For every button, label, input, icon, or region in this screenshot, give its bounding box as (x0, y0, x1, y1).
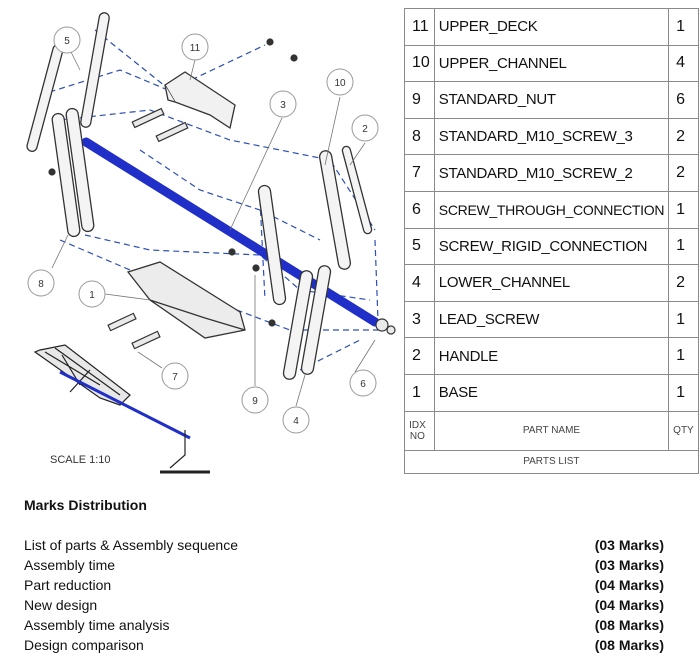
part-idx: 2 (404, 337, 435, 375)
marks-label: Assembly time (24, 557, 116, 573)
header-idx-line1: IDX (409, 419, 426, 431)
part-qty: 1 (668, 227, 699, 266)
marks-value: (03 Marks) (594, 557, 664, 573)
marks-distribution: Marks Distribution List of parts & Assem… (24, 497, 664, 655)
callout-4: 4 (293, 416, 299, 427)
marks-title: Marks Distribution (24, 497, 147, 513)
marks-value: (03 Marks) (594, 537, 664, 553)
part-qty: 1 (668, 8, 699, 46)
assembled-view (33, 344, 210, 474)
scale-label: SCALE 1:10 (50, 454, 111, 466)
marks-value: (08 Marks) (594, 637, 664, 653)
part-name: BASE (433, 373, 670, 412)
part-name: STANDARD_M10_SCREW_3 (433, 117, 670, 156)
part-idx: 8 (404, 117, 435, 156)
table-caption-row: PARTS LIST (404, 449, 699, 474)
part-qty: 6 (668, 81, 699, 119)
callout-10: 10 (334, 78, 346, 89)
part-qty: 1 (668, 300, 699, 339)
marks-row: Assembly time (03 Marks) (24, 555, 664, 575)
part-qty: 4 (668, 44, 699, 83)
parts-list-caption: PARTS LIST (404, 449, 699, 474)
channel-links (26, 12, 373, 380)
header-idx-line2: NO (409, 430, 425, 442)
part-idx: 1 (404, 373, 435, 412)
callout-9: 9 (252, 396, 258, 407)
callout-11: 11 (190, 43, 201, 54)
base-part (126, 261, 246, 339)
part-qty: 1 (668, 373, 699, 412)
marks-row: New design (04 Marks) (24, 595, 664, 615)
part-name: SCREW_RIGID_CONNECTION (433, 227, 670, 266)
marks-row: List of parts & Assembly sequence (03 Mar… (24, 535, 664, 555)
part-idx: 11 (404, 8, 435, 46)
part-name: UPPER_CHANNEL (433, 44, 670, 83)
part-name: SCREW_THROUGH_CONNECTION (433, 190, 670, 229)
callout-3: 3 (280, 100, 286, 111)
marks-row: Design comparison (08 Marks) (24, 635, 664, 655)
exploded-assembly-drawing: 5 11 10 3 2 8 1 7 9 6 4 (26, 12, 396, 474)
header-qty: QTY (668, 410, 699, 451)
callout-5: 5 (64, 36, 70, 47)
marks-value: (04 Marks) (594, 577, 664, 593)
callout-2: 2 (362, 124, 368, 135)
part-name: UPPER_DECK (433, 8, 670, 46)
part-qty: 2 (668, 264, 699, 302)
screws-and-nuts (48, 38, 396, 350)
callout-1: 1 (89, 290, 95, 301)
part-name: LEAD_SCREW (433, 300, 670, 339)
callout-6: 6 (360, 379, 366, 390)
callout-bubbles (27, 26, 379, 434)
part-idx: 10 (404, 44, 435, 83)
part-idx: 3 (404, 300, 435, 339)
part-idx: 4 (404, 264, 435, 302)
callout-7: 7 (172, 372, 178, 383)
part-qty: 2 (668, 117, 699, 156)
part-idx: 6 (404, 190, 435, 229)
upper-deck-part (164, 71, 236, 130)
callout-8: 8 (38, 279, 44, 290)
marks-row: Part reduction (04 Marks) (24, 575, 664, 595)
marks-value: (08 Marks) (594, 617, 664, 633)
marks-label: Design comparison (24, 637, 144, 653)
part-name: STANDARD_M10_SCREW_2 (433, 154, 670, 192)
marks-value: (04 Marks) (594, 597, 664, 613)
part-qty: 1 (668, 190, 699, 229)
part-idx: 7 (404, 154, 435, 192)
marks-label: Assembly time analysis (24, 617, 170, 633)
header-part-name: PART NAME (433, 410, 670, 451)
part-idx: 9 (404, 81, 435, 119)
part-name: LOWER_CHANNEL (433, 264, 670, 302)
callout-leaders (51, 49, 376, 407)
marks-label: Part reduction (24, 577, 112, 593)
part-qty: 2 (668, 154, 699, 192)
part-name: STANDARD_NUT (433, 81, 670, 119)
part-qty: 1 (668, 337, 699, 375)
marks-label: List of parts & Assembly sequence (24, 537, 238, 553)
marks-row: Assembly time analysis (08 Marks) (24, 615, 664, 635)
part-name: HANDLE (433, 337, 670, 375)
part-idx: 5 (404, 227, 435, 266)
marks-label: New design (24, 597, 98, 613)
